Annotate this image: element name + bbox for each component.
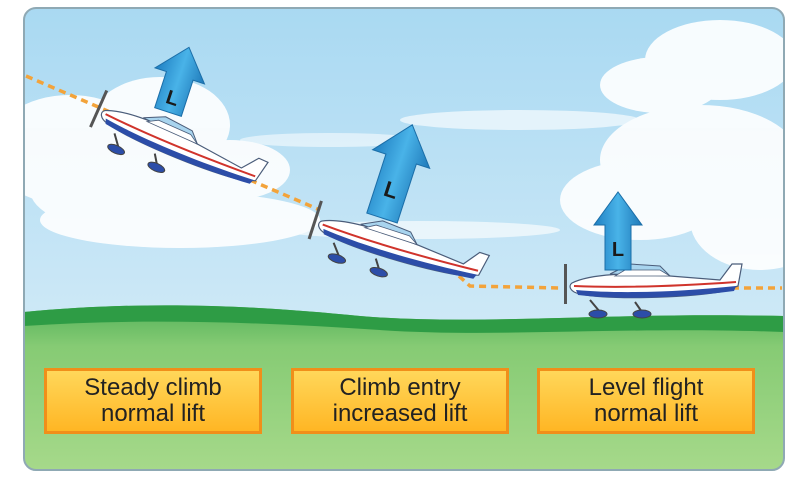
label-line-1: Climb entry	[339, 374, 461, 401]
flight-path	[25, 74, 782, 290]
lift-symbol: L	[612, 239, 624, 261]
airplane-body	[307, 200, 491, 279]
lift-arrow-level-flight: L	[593, 191, 643, 271]
label-line-2: normal lift	[593, 400, 699, 427]
frame-border	[23, 7, 785, 471]
label-climb-entry: Climb entry increased lift	[291, 368, 509, 434]
airplane-climb-entry	[307, 200, 491, 279]
distant-hills	[24, 305, 784, 333]
label-level-flight: Level flight normal lift	[537, 368, 755, 434]
lift-arrow-steady-climb: L	[153, 46, 206, 117]
label-line-1: Level flight	[588, 374, 704, 401]
label-line-1: Steady climb	[84, 374, 222, 401]
label-steady-climb: Steady climb normal lift	[44, 368, 262, 434]
label-line-2: increased lift	[332, 400, 468, 427]
label-line-2: normal lift	[100, 400, 206, 427]
airplane-body	[89, 89, 269, 184]
lift-arrow-climb-entry: L	[366, 124, 431, 224]
airplane-steady-climb	[89, 89, 269, 184]
